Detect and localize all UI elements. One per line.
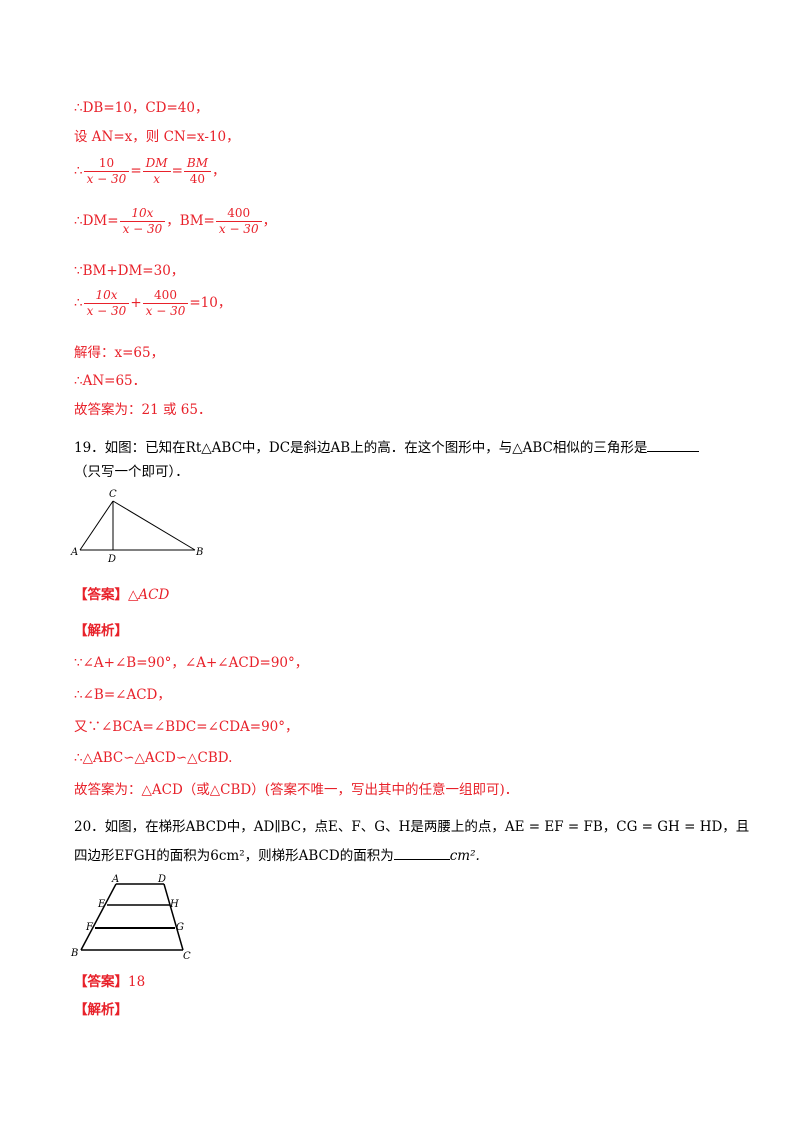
question-20-answer: 【答案】18 xyxy=(74,974,146,990)
therefore-symbol: ∴ xyxy=(74,163,83,179)
answer-blank xyxy=(393,845,450,860)
vertex-f-label: F xyxy=(85,922,94,933)
vertex-h-label: H xyxy=(169,899,179,910)
vertex-c-label: C xyxy=(109,489,117,500)
q19-step-2: ∴∠B=∠ACD， xyxy=(74,687,171,703)
q19-step-5: 故答案为：△ACD（或△CBD）(答案不唯一，写出其中的任意一组即可)． xyxy=(74,782,519,798)
solution-line-9: 故答案为：21 或 65． xyxy=(74,402,212,418)
solution-line-2: 设 AN=x，则 CN=x-10， xyxy=(74,129,240,145)
answer-blank xyxy=(647,437,700,452)
solution-line-8: ∴AN=65． xyxy=(74,373,147,389)
vertex-b-label: B xyxy=(195,547,203,558)
solution-line-1: ∴DB=10，CD=40， xyxy=(74,100,209,116)
vertex-b-label: B xyxy=(70,948,78,959)
vertex-d-label: D xyxy=(107,554,116,565)
vertex-g-label: G xyxy=(176,922,184,933)
question-20-text: 20．如图，在梯形ABCD中，AD∥BC，点E、F、G、H是两腰上的点，AE =… xyxy=(74,819,750,835)
solution-line-7: 解得：x=65， xyxy=(74,345,165,361)
trapezoid-figure: A D E H F G B C xyxy=(70,874,191,962)
question-19-text-2: （只写一个即可）． xyxy=(74,464,189,480)
q19-step-1: ∵∠A+∠B=90°，∠A+∠ACD=90°， xyxy=(74,655,309,671)
triangle-figure: C A D B xyxy=(70,489,203,565)
q19-step-4: ∴△ABC∽△ACD∽△CBD. xyxy=(74,750,233,766)
solution-line-5: ∵BM+DM=30， xyxy=(74,263,185,279)
question-19-text: 19．如图：已知在Rt△ABC中，DC是斜边AB上的高．在这个图形中，与△ABC… xyxy=(74,437,700,457)
vertex-a-label: A xyxy=(111,874,119,885)
vertex-e-label: E xyxy=(97,899,106,910)
vertex-d-label: D xyxy=(157,874,166,885)
q19-step-3: 又∵∠BCA=∠BDC=∠CDA=90°， xyxy=(74,719,299,735)
vertex-c-label: C xyxy=(183,951,191,962)
question-20-analysis-label: 【解析】 xyxy=(74,1002,128,1018)
vertex-a-label: A xyxy=(70,547,78,558)
question-19-analysis-label: 【解析】 xyxy=(74,623,128,639)
question-19-answer: 【答案】△ACD xyxy=(74,587,170,603)
